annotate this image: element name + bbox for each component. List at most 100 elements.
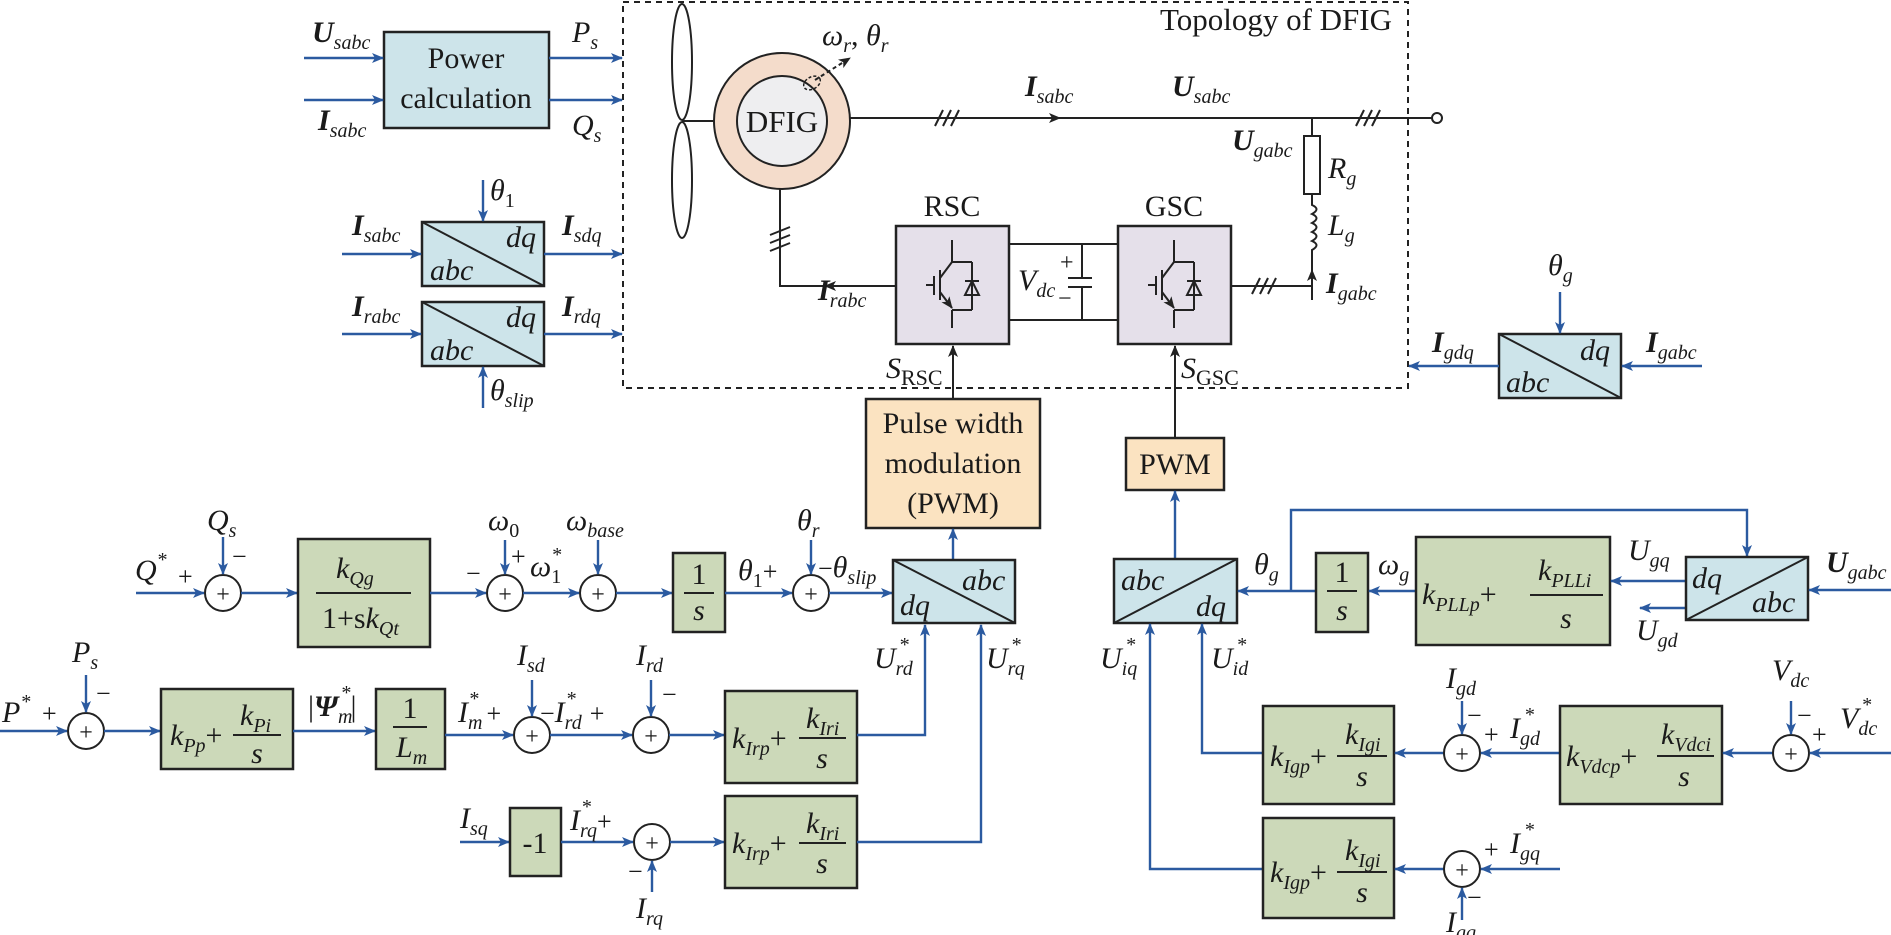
uid-signal — [1197, 623, 1263, 755]
svg-text:dq: dq — [1196, 590, 1226, 623]
omega0-label: ω0 — [488, 504, 519, 542]
svg-text:s: s — [251, 737, 263, 770]
gsc-title: GSC — [1145, 190, 1203, 223]
svg-text:kIrp+: kIrp+ — [732, 827, 787, 865]
dc-minus-sign: − — [1058, 286, 1072, 312]
svg-text:(PWM): (PWM) — [907, 487, 999, 520]
p-reference-label: P* — [1, 691, 30, 729]
inverse-inductance-block: 1 Lm — [374, 687, 447, 771]
svg-text:s: s — [1560, 602, 1572, 635]
svg-text:+: + — [1784, 742, 1798, 768]
theta-g-label: θg — [1254, 548, 1279, 586]
rotor-q-current-pi: kIrp+ kIri s — [723, 794, 859, 890]
grid-current-label: Igabc — [1325, 267, 1377, 305]
ird-ref-label: −Ird*+ — [540, 688, 604, 734]
reactive-power-output: Qs — [572, 109, 602, 147]
p-measured-label: Ps — [71, 636, 98, 674]
svg-text:dq: dq — [506, 221, 536, 254]
svg-text:s: s — [1678, 760, 1690, 793]
svg-text:abc: abc — [430, 254, 473, 287]
svg-text:abc: abc — [1121, 564, 1164, 597]
dc-link — [1009, 243, 1118, 321]
power-calc-voltage-input: Usabc — [312, 16, 370, 54]
svg-text:+: + — [498, 582, 512, 608]
rsc-converter — [894, 224, 1011, 346]
svg-text:+: + — [645, 831, 659, 857]
vdc-reference-label: Vdc* — [1840, 694, 1877, 740]
active-power-output: Ps — [571, 16, 598, 54]
svg-text:−: − — [1797, 701, 1812, 730]
dc-voltage-pi: kVdcp+ kVdci s — [1558, 704, 1724, 806]
svg-text:kPLLp+: kPLLp+ — [1422, 578, 1497, 616]
svg-text:+: + — [804, 582, 818, 608]
q-reference-label: Q* — [135, 549, 167, 587]
rsc-pwm-block: Pulse width modulation (PWM) — [864, 397, 1042, 530]
svg-text:dq: dq — [1692, 562, 1722, 595]
igq-label: Igq — [1445, 906, 1476, 935]
gsc-abc-dq-transform: abc dq — [1112, 557, 1239, 625]
uiq-label: Uiq* — [1100, 634, 1137, 680]
svg-text:1: 1 — [692, 558, 707, 591]
omega-base-label: ωbase — [566, 504, 624, 542]
svg-text:kIri: kIri — [806, 807, 839, 845]
isq-label: Isq — [459, 802, 488, 840]
pll-integrator-block: 1 s — [1314, 551, 1370, 634]
dc-plus-sign: + — [1060, 250, 1074, 276]
grid-q-current-pi: kIgp+ kIgi s — [1261, 816, 1396, 920]
urd-signal — [857, 624, 930, 737]
inductor-label: Lg — [1327, 209, 1355, 247]
svg-text:+: + — [525, 724, 539, 750]
omega1-ref-label: ω1* — [530, 544, 561, 588]
svg-text:+: + — [591, 582, 605, 608]
svg-text:+: + — [178, 562, 193, 591]
svg-text:kPi: kPi — [240, 699, 271, 737]
svg-text:+: + — [79, 720, 93, 746]
theta-g-top-label: θg — [1548, 249, 1573, 287]
svg-text:−: − — [1467, 701, 1482, 730]
svg-text:kVdcp+: kVdcp+ — [1566, 740, 1637, 778]
topology-frame — [622, 1, 1409, 389]
svg-text:kPp+: kPp+ — [170, 719, 222, 757]
svg-text:modulation: modulation — [885, 447, 1022, 480]
urq-label: Urq* — [986, 634, 1025, 680]
svg-text:+: + — [511, 542, 526, 571]
igd-ref-label: Igd* — [1509, 704, 1541, 750]
q-measured-label: Qs — [207, 504, 237, 542]
svg-text:1: 1 — [403, 692, 418, 725]
svg-text:s: s — [693, 594, 705, 627]
ugq-label: Ugq — [1628, 534, 1670, 572]
svg-text:−: − — [662, 680, 677, 709]
svg-text:s: s — [1356, 876, 1368, 909]
svg-text:kQg: kQg — [336, 552, 374, 590]
grid-current-abc-dq-transform: abc dq — [1497, 332, 1623, 400]
igd-label: Igd — [1445, 662, 1477, 700]
svg-text:−: − — [628, 857, 643, 886]
gsc-pwm-block: PWM — [1124, 436, 1226, 492]
grid-current-input-label: Igabc — [1645, 326, 1697, 364]
svg-text:−: − — [1467, 883, 1482, 912]
svg-text:abc: abc — [962, 564, 1005, 597]
reactive-power-droop-block: kQg 1+skQt — [296, 537, 432, 649]
grid-voltage-dq-transform: dq abc — [1684, 555, 1810, 622]
svg-text:−: − — [466, 559, 481, 588]
dc-voltage-label: Vdc — [1018, 264, 1055, 302]
pll-pi-controller: kPLLp+ kPLLi s — [1414, 535, 1612, 647]
ugabc-label: Ugabc — [1826, 546, 1887, 584]
svg-text:+: + — [216, 582, 230, 608]
svg-text:−: − — [96, 679, 111, 708]
stator-dq-current-label: Isdq — [561, 209, 601, 247]
svg-text:abc: abc — [1506, 366, 1549, 399]
stator-current-label: Isabc — [1024, 70, 1073, 108]
negative-gain-block: -1 — [508, 806, 563, 878]
svg-text:−: − — [232, 542, 247, 571]
svg-text:Pulse width: Pulse width — [883, 407, 1024, 440]
igq-ref-label: Igq* — [1509, 819, 1540, 865]
s-rsc-label: SRSC — [886, 352, 943, 390]
svg-text:+: + — [1455, 742, 1469, 768]
theta1-ref-label: θ1+ — [738, 554, 777, 592]
urq-signal — [857, 624, 986, 844]
svg-text:+: + — [1812, 720, 1827, 749]
theta-r-label: θr — [797, 504, 820, 542]
